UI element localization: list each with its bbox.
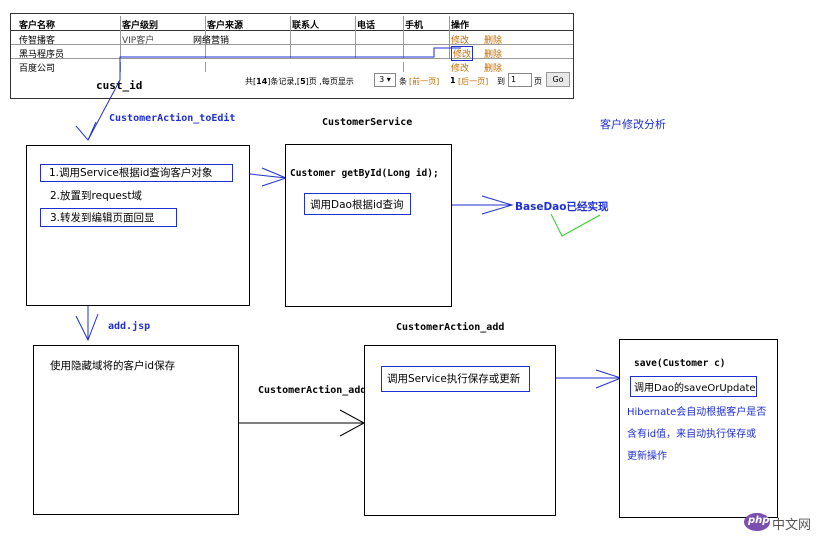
row-divider <box>11 44 573 45</box>
col-divider <box>449 16 450 58</box>
call-dao-save-box <box>630 376 757 397</box>
pager-pages: 5 <box>300 77 306 86</box>
goto-page-unit: 页 <box>534 77 542 86</box>
row1-name: 传智播客 <box>19 36 56 46</box>
step2-text: 2.放置到request域 <box>50 190 142 202</box>
arrowhead-to-edit <box>75 121 97 141</box>
col-header-source: 客户来源 <box>207 21 244 31</box>
row2-edit-link[interactable]: 修改 <box>451 46 474 61</box>
pager-unit: 条 <box>399 77 407 86</box>
col-header-mobile: 手机 <box>405 21 424 31</box>
col-header-level: 客户级别 <box>122 21 159 31</box>
col-divider <box>403 62 404 72</box>
col-divider <box>290 16 291 58</box>
row1-source: 网络营销 <box>193 36 230 46</box>
action-add-arrow-label: CustomerAction_add <box>258 385 367 396</box>
action-add-title: CustomerAction_add <box>396 322 505 333</box>
page-size-select[interactable]: 3 ▾ <box>374 73 396 87</box>
action-toedit-label: CustomerAction_toEdit <box>109 113 236 124</box>
hidden-field-text: 使用隐藏域将的客户id保存 <box>50 360 176 372</box>
getbyid-signature: Customer getById(Long id); <box>290 168 439 179</box>
row3-delete-link[interactable]: 删除 <box>484 64 503 74</box>
basedao-note: BaseDao已经实现 <box>515 201 609 213</box>
row2-delete-link[interactable]: 删除 <box>484 50 503 60</box>
col-divider <box>355 16 356 58</box>
call-service-save-text: 调用Service执行保存或更新 <box>387 373 521 385</box>
pager: 共[14]条记录,[5]页 ,每页显示 <box>245 76 354 87</box>
pager-total-suffix: ]条记录,[ <box>267 77 301 86</box>
col-divider <box>205 16 206 58</box>
step1-box <box>40 164 233 182</box>
check-icon <box>550 213 601 237</box>
pager-total-prefix: 共[ <box>245 77 257 86</box>
hibernate-note-line3: 更新操作 <box>627 451 667 462</box>
arrowhead-to-basedao <box>481 195 514 215</box>
col-divider <box>205 62 206 72</box>
service-title: CustomerService <box>322 117 413 128</box>
col-header-name: 客户名称 <box>19 21 56 31</box>
next-page-link[interactable]: [后一页] <box>458 77 489 86</box>
col-header-phone: 电话 <box>357 21 376 31</box>
row1-level: VIP客户 <box>122 36 155 46</box>
save-service-box <box>619 339 778 518</box>
hibernate-note-line1: Hibernate会自动根据客户是否 <box>627 407 767 418</box>
arrowhead-to-dao-save <box>595 369 623 389</box>
pager-total: 14 <box>256 77 268 86</box>
php-logo-text: php <box>748 515 770 526</box>
row1-edit-link[interactable]: 修改 <box>451 36 470 46</box>
page-size-value: 3 <box>379 75 385 84</box>
current-page: 1 <box>450 76 456 85</box>
header-divider <box>11 30 573 31</box>
call-service-save-box <box>381 366 530 392</box>
step3-box <box>40 208 177 227</box>
hibernate-note-line2: 含有id值，来自动执行保存或 <box>627 429 757 440</box>
row3-edit-link[interactable]: 修改 <box>451 64 470 74</box>
arrow-to-edit <box>87 47 461 141</box>
analysis-title: 客户修改分析 <box>600 118 666 131</box>
col-divider <box>120 16 121 58</box>
prev-page-link[interactable]: [前一页] <box>409 77 440 86</box>
step1-text: 1.调用Service根据id查询客户对象 <box>49 167 213 179</box>
step3-text: 3.转发到编辑页面回显 <box>50 212 155 224</box>
call-dao-save-text: 调用Dao的saveOrUpdate <box>634 383 756 394</box>
row-divider <box>11 58 573 59</box>
add-jsp-label: add.jsp <box>108 321 151 332</box>
service-box <box>285 144 452 307</box>
customer-list-screenshot: 客户名称 客户级别 客户来源 联系人 电话 手机 操作 传智播客 VIP客户 网… <box>10 13 574 99</box>
col-header-contact: 联系人 <box>292 21 320 31</box>
cust-id-label: cust_id <box>96 79 143 92</box>
call-dao-text: 调用Dao根据id查询 <box>310 199 404 211</box>
goto-label: 到 <box>497 77 505 86</box>
col-header-actions: 操作 <box>451 21 470 31</box>
row1-delete-link[interactable]: 删除 <box>484 36 503 46</box>
pager-pages-suffix: ]页 ,每页显示 <box>305 77 354 86</box>
goto-page-input[interactable]: 1 <box>508 73 532 87</box>
row3-name: 百度公司 <box>19 64 56 74</box>
col-divider <box>403 16 404 58</box>
row2-name: 黑马程序员 <box>19 50 65 60</box>
save-signature: save(Customer c) <box>634 358 726 369</box>
go-button[interactable]: Go <box>546 72 570 87</box>
watermark-text: 中文网 <box>772 518 812 533</box>
call-dao-box <box>304 193 411 215</box>
arrowhead-to-addjsp <box>75 313 99 342</box>
php-logo-icon: php <box>744 513 770 531</box>
add-jsp-box <box>33 345 239 515</box>
